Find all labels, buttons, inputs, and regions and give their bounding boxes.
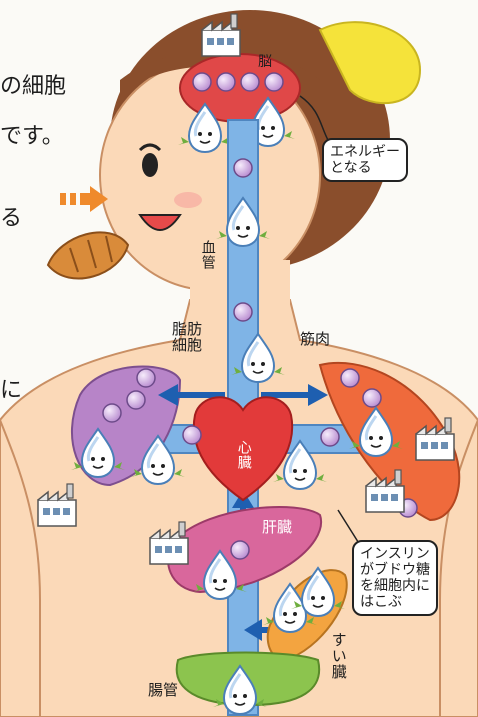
label-brain: 脳	[258, 55, 272, 70]
label-liver: 肝臓	[262, 520, 292, 536]
callout-insulin: インスリン がブドウ糖 を細胞内に はこぶ	[352, 540, 438, 616]
label-intestine: 腸管	[148, 683, 178, 699]
side-text-2: です。	[0, 118, 64, 150]
label-pancreas: すい臓	[330, 632, 346, 680]
callout-energy: エネルギー となる	[322, 138, 408, 182]
label-blood-vessel: 血管	[200, 240, 215, 270]
label-fat-cells: 脂肪細胞	[172, 322, 206, 354]
label-heart: 心臓	[236, 440, 251, 470]
label-muscle: 筋肉	[300, 332, 330, 348]
side-text-3: る	[0, 200, 22, 232]
side-text-1: の細胞	[0, 68, 66, 100]
side-text-4: に	[0, 372, 22, 404]
bread-icon	[48, 232, 128, 278]
